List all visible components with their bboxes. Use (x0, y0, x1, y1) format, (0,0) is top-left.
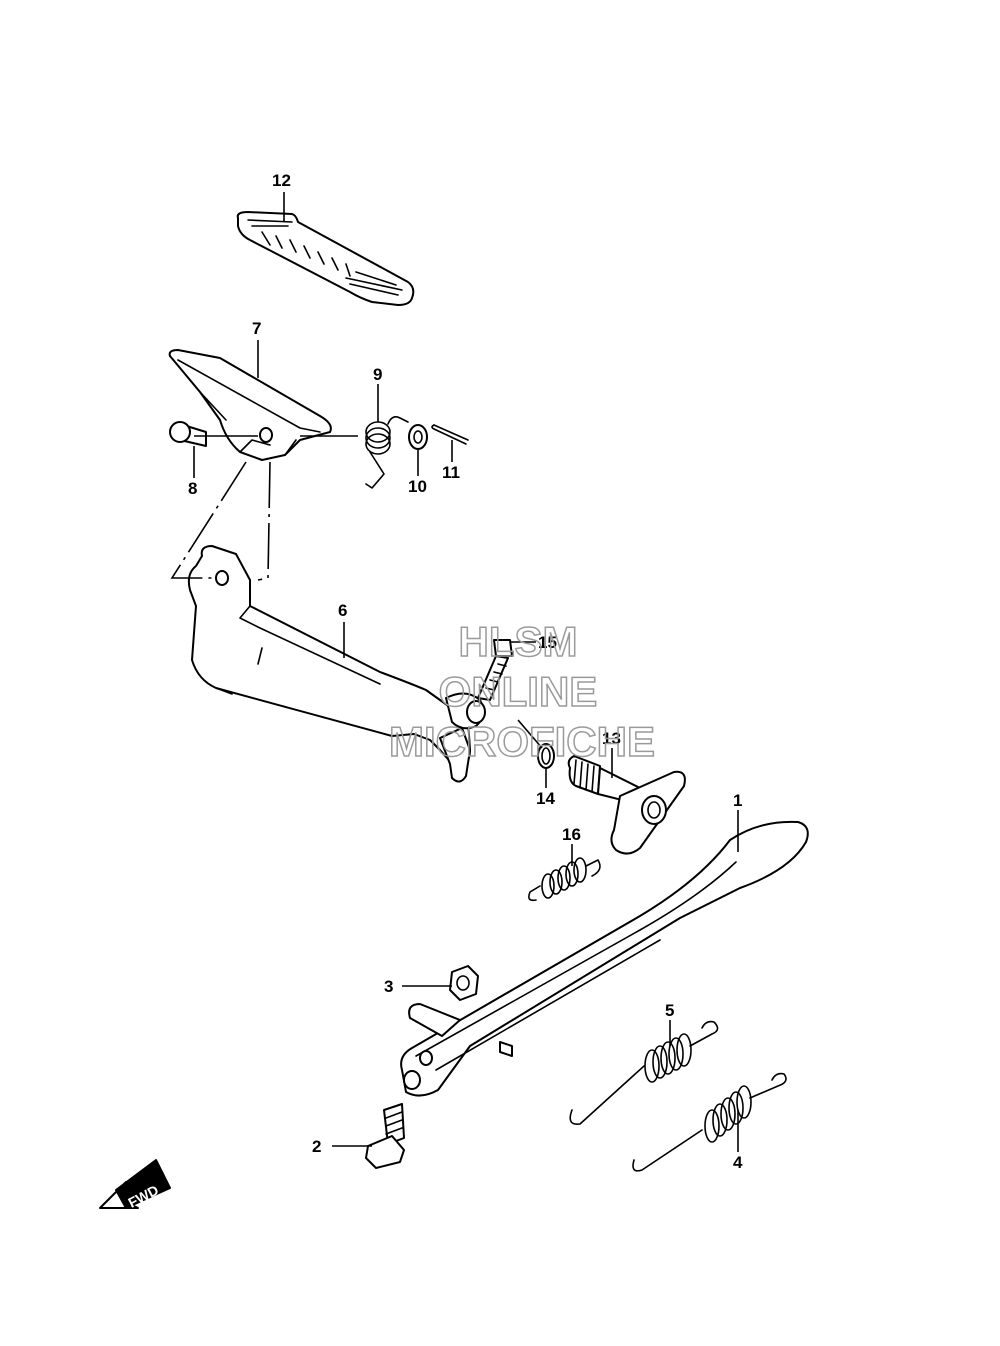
callout-14: 14 (536, 789, 555, 808)
fwd-arrow-icon: FWD (99, 1159, 171, 1211)
part-1-side-stand (400, 820, 809, 1097)
part-8-pin (169, 421, 207, 447)
callout-5: 5 (665, 1001, 674, 1020)
watermark-line2: ONLINE (439, 668, 598, 715)
part-11-cotter-pin (431, 424, 469, 445)
part-3-nut (449, 965, 479, 1001)
callouts: 12 7 9 8 10 11 6 15 13 14 16 1 3 5 2 4 (188, 171, 743, 1172)
part-4-spring (632, 1072, 787, 1172)
callout-10: 10 (408, 477, 427, 496)
callout-8: 8 (188, 479, 197, 498)
callout-12: 12 (272, 171, 291, 190)
watermark-line1: HLSM (459, 618, 578, 665)
callout-2: 2 (312, 1137, 321, 1156)
watermark: HLSM ONLINE MICROFICHE (388, 617, 656, 766)
part-2-pivot-bolt (365, 1103, 405, 1169)
watermark-line3: MICROFICHE (389, 718, 655, 765)
part-15-bolt (477, 639, 513, 701)
part-13-shaft (567, 755, 686, 855)
callout-15: 15 (538, 633, 557, 652)
callout-3: 3 (384, 977, 393, 996)
callout-11: 11 (442, 463, 460, 482)
callout-6: 6 (338, 601, 347, 620)
assembly-lines (170, 461, 271, 581)
part-5-spring (569, 1020, 719, 1126)
callout-13: 13 (602, 729, 621, 748)
callout-1: 1 (733, 791, 742, 810)
part-6-brake-lever (187, 545, 486, 783)
leader-lines (193, 192, 739, 1152)
part-10-washer (408, 424, 428, 450)
callout-7: 7 (252, 319, 261, 338)
part-12-footrest-rubber (236, 211, 415, 306)
part-16-spring (528, 857, 601, 902)
callout-16: 16 (562, 825, 581, 844)
callout-4: 4 (733, 1153, 743, 1172)
callout-9: 9 (373, 365, 382, 384)
part-9-spring (365, 416, 409, 489)
